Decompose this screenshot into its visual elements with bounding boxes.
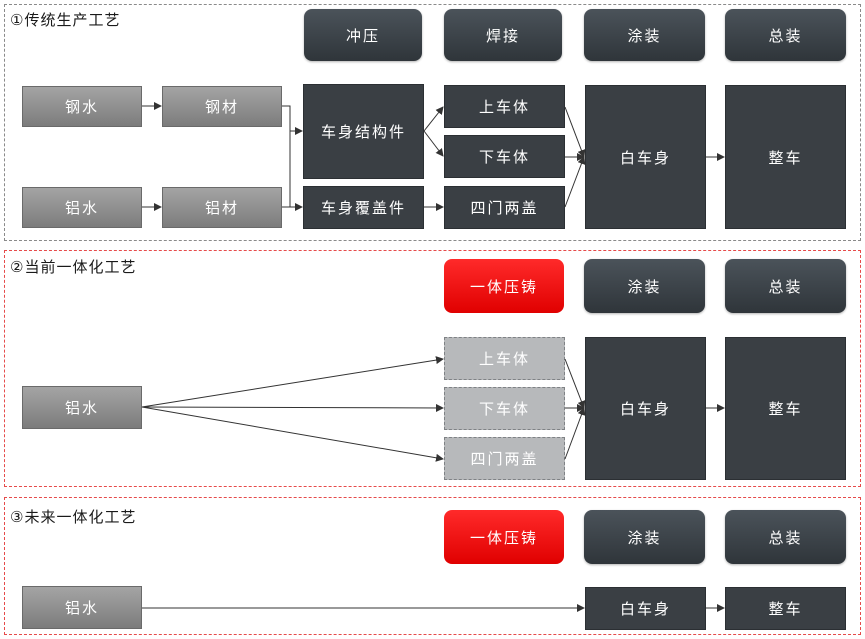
- vehicle-box-2: 整车: [725, 337, 846, 480]
- arrow-structure-to-upper: [423, 106, 444, 132]
- al-box: 铝材: [162, 187, 282, 228]
- panel-traditional: [4, 4, 861, 241]
- header-welding: 焊接: [444, 9, 562, 61]
- panel-current: [4, 250, 861, 487]
- panel-traditional-title: ①传统生产工艺: [10, 11, 121, 29]
- body-in-white-box-1: 白车身: [585, 85, 706, 229]
- header-painting-3: 涂装: [584, 510, 705, 564]
- al-molten-box-1: 铝水: [22, 187, 142, 228]
- lower-body-box-2: 下车体: [444, 387, 565, 430]
- panel-future-title: ③未来一体化工艺: [10, 508, 137, 526]
- arrow-structure-to-lower: [423, 130, 444, 157]
- arrow-upper-to-biw-2: [564, 358, 586, 409]
- body-structure-box: 车身结构件: [303, 84, 424, 179]
- arrow-steel-branch: [282, 105, 291, 207]
- steel-molten-box: 钢水: [22, 86, 142, 127]
- body-in-white-box-3: 白车身: [585, 587, 706, 630]
- header-painting-2: 涂装: [584, 259, 705, 313]
- doors-lids-box-1: 四门两盖: [444, 186, 565, 229]
- panel-current-title: ②当前一体化工艺: [10, 258, 137, 276]
- upper-body-box-1: 上车体: [444, 85, 565, 128]
- al-molten-box-2: 铝水: [22, 386, 142, 429]
- body-cover-box: 车身覆盖件: [303, 186, 424, 229]
- arrow-al-to-doors-2: [141, 406, 444, 462]
- steel-box: 钢材: [162, 86, 282, 127]
- header-integrated-casting-1: 一体压铸: [444, 259, 564, 313]
- header-painting: 涂装: [584, 9, 705, 61]
- lower-body-box-1: 下车体: [444, 135, 565, 178]
- arrow-al-to-upper-2: [141, 356, 444, 408]
- arrow-doors-to-biw-1: [564, 156, 586, 208]
- upper-body-box-2: 上车体: [444, 337, 565, 380]
- vehicle-box-1: 整车: [725, 85, 846, 229]
- arrow-al-to-lower-2: [141, 403, 444, 412]
- header-assembly: 总装: [725, 9, 846, 61]
- header-integrated-casting-2: 一体压铸: [444, 510, 564, 564]
- header-stamping: 冲压: [304, 9, 422, 61]
- doors-lids-box-2: 四门两盖: [444, 437, 565, 480]
- arrow-doors-to-biw-2: [564, 407, 586, 460]
- header-assembly-2: 总装: [725, 259, 846, 313]
- body-in-white-box-2: 白车身: [585, 337, 706, 480]
- header-assembly-3: 总装: [725, 510, 846, 564]
- arrow-upper-to-biw-1: [564, 106, 586, 158]
- panel-future: [4, 497, 861, 635]
- vehicle-box-3: 整车: [725, 587, 846, 630]
- al-molten-box-3: 铝水: [22, 586, 142, 629]
